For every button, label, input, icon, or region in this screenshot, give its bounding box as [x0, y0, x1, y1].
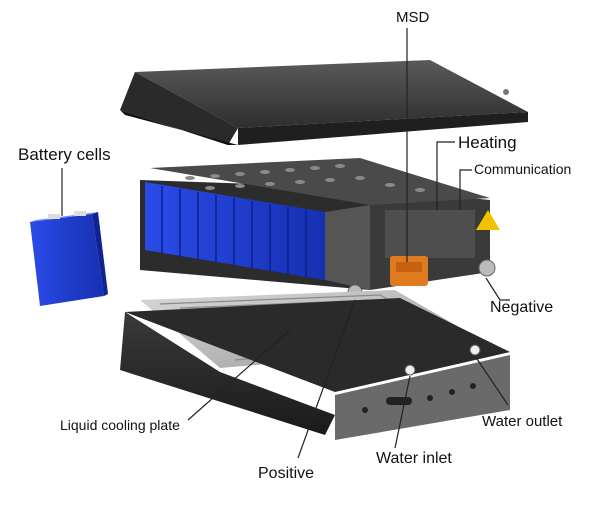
label-water-outlet: Water outlet	[482, 413, 563, 430]
label-battery-cells: Battery cells	[18, 145, 111, 164]
single-battery-cell	[30, 211, 108, 306]
label-water-inlet: Water inlet	[376, 450, 452, 467]
label-positive: Positive	[258, 465, 315, 482]
water-inlet-port	[404, 364, 416, 376]
msd-connector	[390, 256, 428, 286]
bottom-tray	[120, 298, 510, 440]
label-communication: Communication	[474, 161, 572, 177]
label-liquid-cooling-plate: Liquid cooling plate	[60, 417, 180, 433]
blue-cell-row	[145, 182, 325, 280]
label-msd: MSD	[396, 9, 430, 26]
label-negative: Negative	[490, 299, 554, 316]
warning-sticker	[476, 210, 500, 230]
battery-module	[140, 158, 500, 290]
cell-terminals	[185, 164, 425, 192]
label-heating: Heating	[458, 133, 517, 152]
negative-terminal	[478, 259, 496, 277]
water-outlet-port	[469, 344, 481, 356]
top-cover	[120, 60, 528, 145]
leader-lines	[61, 28, 510, 459]
